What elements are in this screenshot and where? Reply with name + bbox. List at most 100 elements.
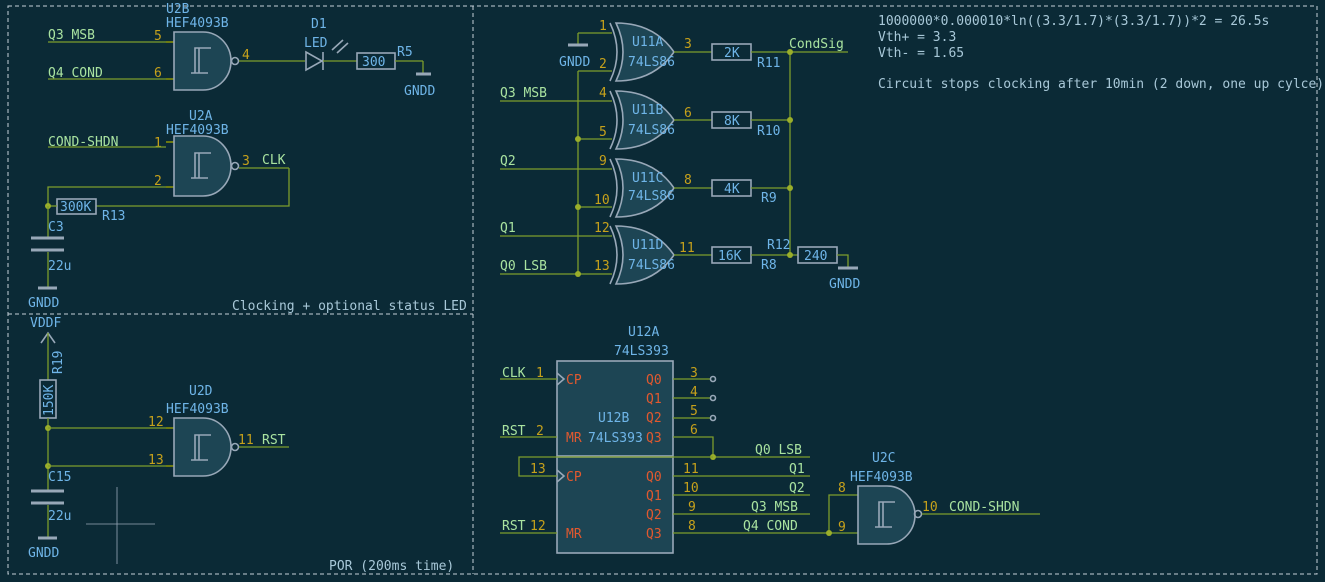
svg-text:1: 1 [154, 136, 162, 151]
u12a-counter[interactable]: CP MR Q0 Q1 Q2 Q3 U12B 74LS393 [556, 360, 674, 457]
svg-text:6: 6 [154, 66, 162, 81]
net-label-q4-cond: Q4 COND [48, 66, 103, 81]
svg-text:R8: R8 [761, 258, 777, 273]
svg-text:74LS86: 74LS86 [628, 123, 675, 138]
net-label-clk-counter: CLK [502, 366, 526, 381]
svg-text:11: 11 [679, 241, 695, 256]
net-label-q1-xor: Q1 [500, 221, 516, 236]
gnd-label-r12: GNDD [829, 277, 860, 292]
svg-text:16K: 16K [718, 249, 742, 264]
svg-text:74LS86: 74LS86 [628, 258, 675, 273]
u2a-gate[interactable]: U2A HEF4093B 1 2 3 [154, 109, 250, 197]
u2d-gate[interactable]: U2D HEF4093B 12 13 11 [148, 384, 254, 477]
led-d1[interactable]: D1 LED [304, 17, 349, 72]
svg-text:R5: R5 [397, 45, 413, 60]
svg-text:R10: R10 [757, 124, 780, 139]
net-label-q0-lsb-counter: Q0 LSB [755, 443, 802, 458]
svg-text:240: 240 [804, 249, 827, 264]
svg-text:2: 2 [536, 424, 544, 439]
svg-text:C3: C3 [48, 220, 64, 235]
resistor-r12[interactable]: 240 R12 [767, 238, 838, 264]
net-label-rst-counter-a: RST [502, 424, 526, 439]
block-title-por: POR (200ms time) [329, 559, 454, 574]
svg-text:CP: CP [566, 373, 582, 388]
resistor-r8[interactable]: 16K R8 [711, 246, 777, 273]
svg-text:2K: 2K [724, 46, 740, 61]
net-label-q3-msb-counter: Q3 MSB [751, 500, 798, 515]
svg-text:10: 10 [922, 500, 938, 515]
u2a-ref: U2A [189, 109, 213, 124]
u11b-xor[interactable]: U11B 74LS86 4 5 6 [599, 86, 692, 150]
net-label-clk: CLK [262, 153, 286, 168]
net-label-q0-lsb-xor: Q0 LSB [500, 259, 547, 274]
svg-text:CP: CP [566, 470, 582, 485]
svg-text:150K: 150K [42, 385, 57, 416]
svg-text:3: 3 [690, 366, 698, 381]
svg-text:8: 8 [688, 519, 696, 534]
svg-text:10: 10 [594, 193, 610, 208]
resistor-r11[interactable]: 2K R11 [711, 43, 780, 71]
note-formula: 1000000*0.000010*ln((3.3/1.7)*(3.3/1.7))… [878, 14, 1269, 29]
svg-text:4: 4 [690, 385, 698, 400]
u2d-ref: U2D [189, 384, 213, 399]
svg-text:R19: R19 [51, 351, 66, 374]
resistor-r19[interactable]: 150K R19 [39, 351, 66, 419]
u11a-xor[interactable]: U11A 74LS86 1 2 3 [599, 19, 692, 82]
svg-text:8K: 8K [724, 114, 740, 129]
svg-text:8: 8 [838, 481, 846, 496]
d1-value: LED [304, 36, 328, 51]
u2b-gate[interactable]: U2B HEF4093B 5 6 4 [154, 2, 250, 91]
u12a-ref: U12A [628, 325, 659, 340]
svg-text:Q2: Q2 [646, 411, 662, 426]
svg-text:6: 6 [684, 106, 692, 121]
net-label-cond-shdn-out: COND-SHDN [949, 500, 1019, 515]
u2a-value: HEF4093B [166, 123, 229, 138]
capacitor-c3[interactable]: C3 22u [31, 220, 71, 274]
svg-text:U12B: U12B [598, 411, 629, 426]
svg-text:Q3: Q3 [646, 431, 662, 446]
resistor-r10[interactable]: 8K R10 [711, 111, 780, 139]
net-label-q4-cond-counter: Q4 COND [743, 519, 798, 534]
svg-text:MR: MR [566, 431, 582, 446]
u11d-xor[interactable]: U11D 74LS86 12 13 11 [594, 221, 695, 285]
svg-text:C15: C15 [48, 470, 71, 485]
svg-text:11: 11 [683, 462, 699, 477]
gnd-label-u11a: GNDD [559, 55, 590, 70]
resistor-r5[interactable]: 300 R5 [356, 45, 413, 70]
u2d-value: HEF4093B [166, 402, 229, 417]
u2c-gate[interactable]: U2C HEF4093B 8 9 10 [838, 451, 938, 545]
svg-text:U11A: U11A [632, 35, 663, 50]
svg-text:2: 2 [599, 57, 607, 72]
svg-text:300K: 300K [60, 200, 91, 215]
block-title-clocking: Clocking + optional status LED [232, 299, 467, 314]
svg-text:4: 4 [599, 86, 607, 101]
sheet-frames [7, 5, 1318, 575]
svg-text:5: 5 [690, 404, 698, 419]
svg-text:4: 4 [242, 48, 250, 63]
resistor-r9[interactable]: 4K R9 [711, 179, 777, 206]
net-label-rst-counter-b: RST [502, 519, 526, 534]
svg-text:MR: MR [566, 527, 582, 542]
svg-text:R12: R12 [767, 238, 790, 253]
gnd-label-c3: GNDD [28, 296, 59, 311]
notes: 1000000*0.000010*ln((3.3/1.7)*(3.3/1.7))… [232, 14, 1324, 574]
svg-text:3: 3 [684, 37, 692, 52]
svg-text:2: 2 [154, 174, 162, 189]
net-label-q3-msb-xor: Q3 MSB [500, 86, 547, 101]
svg-text:Q3: Q3 [646, 527, 662, 542]
sheet-border [7, 5, 1318, 575]
resistor-r13[interactable]: 300K R13 [56, 198, 125, 224]
svg-text:U11D: U11D [632, 238, 663, 253]
svg-text:1: 1 [536, 366, 544, 381]
svg-text:11: 11 [238, 433, 254, 448]
capacitor-c15[interactable]: C15 22u [31, 470, 71, 524]
u11c-xor[interactable]: U11C 74LS86 9 10 8 [594, 154, 692, 218]
svg-text:VDDF: VDDF [30, 316, 61, 331]
net-label-cond-shdn: COND-SHDN [48, 135, 118, 150]
u12b-counter[interactable]: CP MR Q0 Q1 Q2 Q3 [556, 456, 674, 554]
svg-text:Q0: Q0 [646, 373, 662, 388]
svg-text:Q1: Q1 [646, 392, 662, 407]
svg-text:9: 9 [688, 500, 696, 515]
svg-text:1: 1 [599, 19, 607, 34]
svg-text:6: 6 [690, 423, 698, 438]
